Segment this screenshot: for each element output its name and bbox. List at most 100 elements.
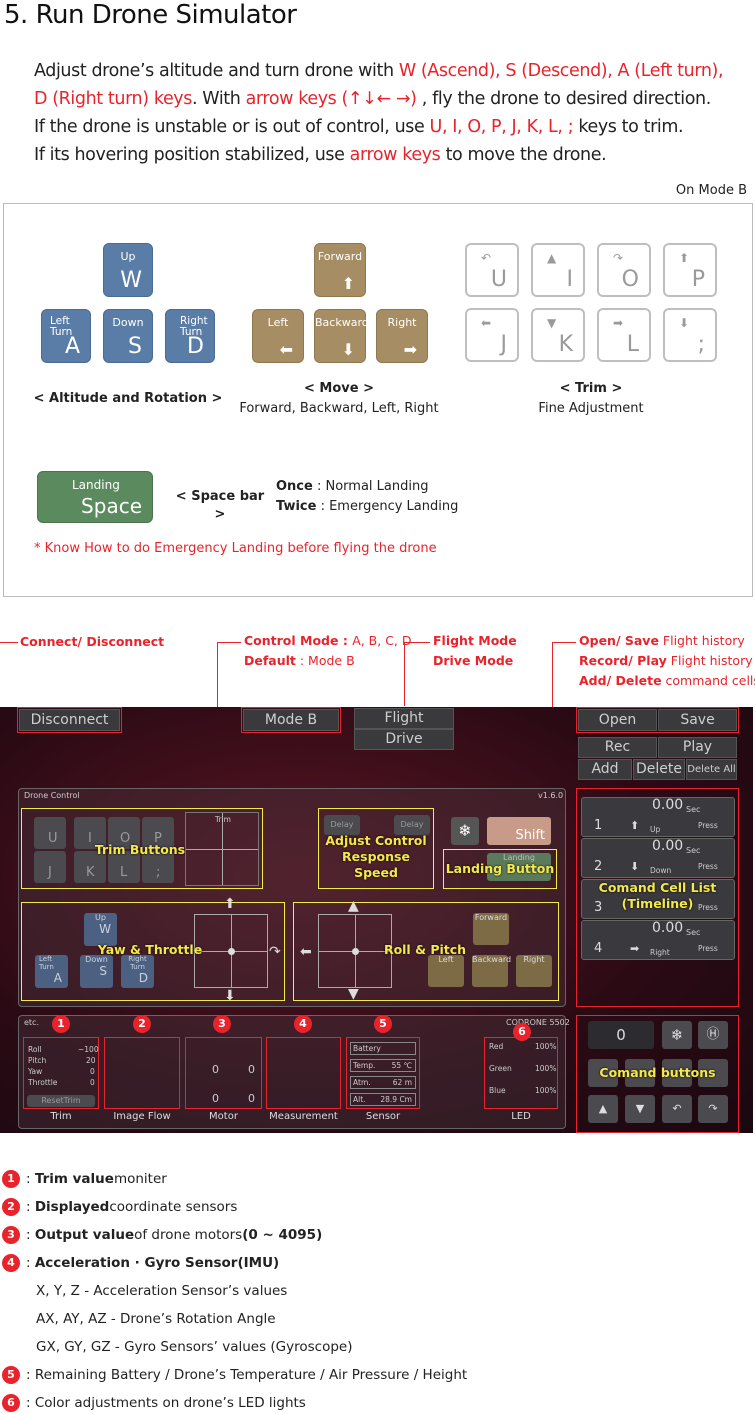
key-right: Right➡ [376,309,428,363]
key-letter: S [99,964,107,978]
key-letter: K [86,865,95,880]
rotate-left-icon[interactable]: ↶ [662,1095,692,1123]
landing-space-button[interactable]: Landing [487,853,551,881]
badge: 5 [2,1366,20,1384]
trim-buttons-group [21,808,263,889]
legend-item-4: 4: Acceleration · Gyro Sensor(IMU) [2,1254,279,1272]
cmd-button[interactable] [625,1059,655,1087]
cell-time: 0.00 [652,920,684,936]
key-l: ➡L [597,308,651,362]
legend-item-2: 2: Displayed coordinate sensors [2,1198,237,1216]
tilt-forward-icon: ▲ [547,251,557,265]
tilt-back-icon[interactable]: ▼ [625,1095,655,1123]
drive-mode-button[interactable]: Drive [354,729,454,750]
trim-i-button[interactable]: I [74,817,106,849]
trim-k-button[interactable]: K [74,851,106,883]
snowflake-icon[interactable]: ❄ [451,817,479,845]
backward-button[interactable]: Backward [472,955,511,987]
callout-flight-mode: Flight Mode [433,633,517,648]
rotate-right-icon[interactable]: ↷ [698,1095,728,1123]
space-caption: < Space bar > [175,489,265,522]
trim-caption-title: < Trim > [559,381,623,396]
once-text: Once : Normal Landing [276,478,428,496]
cell-time: 0.00 [652,838,684,854]
play-button[interactable]: Play [658,737,737,758]
delete-all-button[interactable]: Delete All [686,759,737,780]
led-blue-label: Blue [489,1086,506,1095]
arrow-up-icon: ⬆ [679,251,690,265]
legend-text: coordinate sensors [109,1199,238,1215]
key-label: Up [120,250,136,263]
cell-direction: Down [650,866,672,875]
cmd-button[interactable] [588,1059,618,1087]
trim-caption-sub: Fine Adjustment [538,401,644,416]
cmd-button[interactable] [698,1059,728,1087]
bottom-label-sensor: Sensor [365,1111,401,1122]
snowflake-icon[interactable]: ❄ [662,1021,692,1049]
delay-right-button[interactable]: Delay [394,815,430,835]
key-label: Right Turn [128,955,147,971]
delay-left-button[interactable]: Delay [324,815,360,835]
press-button[interactable]: Press [698,903,718,912]
delete-button[interactable]: Delete [633,759,685,780]
tilt-forward-icon[interactable]: ▲ [588,1095,618,1123]
badge-4: 4 [294,1015,312,1033]
shift-button[interactable]: Shift [487,817,551,845]
forward-button[interactable]: Forward [473,913,509,945]
badge: 2 [2,1198,20,1216]
label-command-cells: Comand Cell List (Timeline) [598,880,717,911]
cell-direction: Up [650,825,661,834]
reset-trim-button[interactable]: ResetTrim [27,1095,95,1107]
badge: 3 [2,1226,20,1244]
key-label: Down [85,955,108,964]
press-button[interactable]: Press [698,944,718,953]
trim-o-button[interactable]: O [108,817,140,849]
highlight-box [241,707,341,733]
key-forward: Forward⬆ [314,243,366,297]
disconnect-button[interactable]: Disconnect [19,709,120,731]
callout-connect: Connect/ Disconnect [20,634,165,649]
cmd-button[interactable] [662,1059,692,1087]
trim-u-button[interactable]: U [34,817,66,849]
left-button[interactable]: Left [428,955,464,987]
sensor-monitor [346,1037,420,1109]
tilt-forward-icon: ▲ [348,898,359,914]
callout-bold: Default [244,653,296,668]
motor-value: 0 [212,1092,219,1105]
rec-button[interactable]: Rec [578,737,657,758]
key-letter: W [99,922,111,936]
callout-default: Default : Mode B [244,651,355,671]
control-mode-button[interactable]: Mode B [243,709,339,731]
press-button[interactable]: Press [698,862,718,871]
badge-2: 2 [133,1015,151,1033]
add-button[interactable]: Add [578,759,632,780]
trim-semicolon-button[interactable]: ; [142,851,174,883]
rotate-left-icon: ↶ [481,251,492,265]
label-yaw-throttle: Yaw & Throttle [97,942,203,957]
key-u: ↶U [465,243,519,297]
arrow-down-icon: ⬇ [341,340,355,359]
key-letter: D [138,971,148,985]
right-button[interactable]: Right [516,955,552,987]
hover-icon[interactable]: Ⓗ [698,1021,728,1049]
save-button[interactable]: Save [658,709,737,731]
open-button[interactable]: Open [578,709,657,731]
trim-indicator [185,812,259,886]
trim-j-button[interactable]: J [34,851,66,883]
trim-p-button[interactable]: P [142,817,174,849]
legend-bold: Trim value [34,1171,114,1187]
trim-l-button[interactable]: L [108,851,140,883]
flight-mode-button[interactable]: Flight [354,708,454,729]
legend-item-6: 6: Color adjustments on drone’s LED ligh… [2,1394,306,1412]
press-button[interactable]: Press [698,821,718,830]
